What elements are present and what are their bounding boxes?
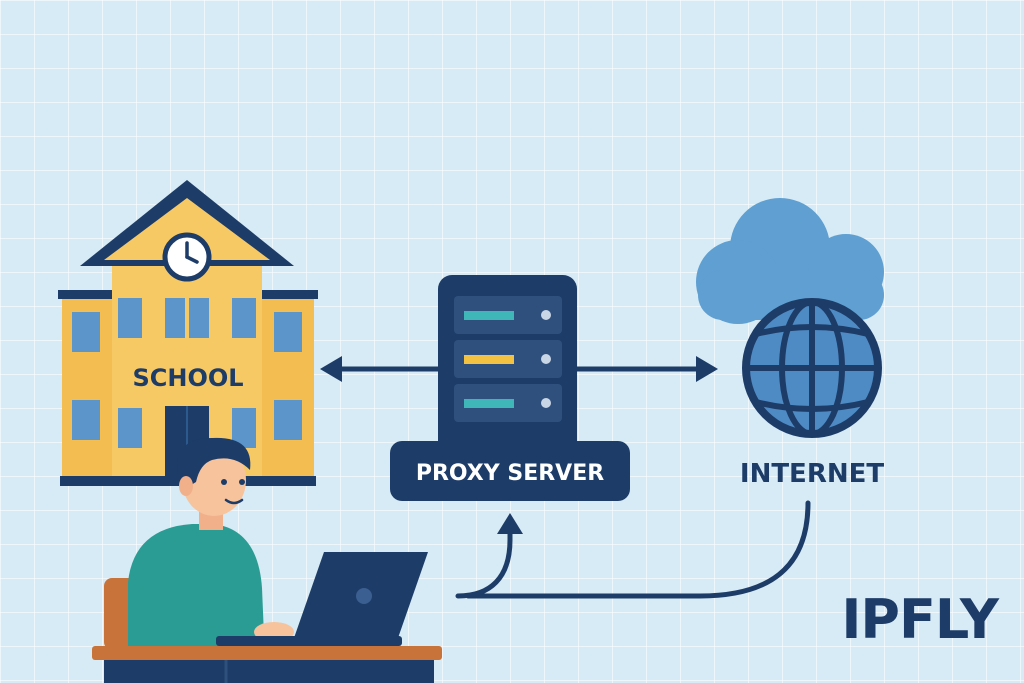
brand-logo: IPFLY: [841, 588, 1000, 651]
internet-label: INTERNET: [740, 459, 884, 489]
globe-icon: [742, 298, 882, 438]
return-path-arrow: [455, 500, 811, 599]
laptop-icon: [216, 552, 428, 646]
proxy-internet-arrow: [575, 356, 718, 382]
student-icon: [104, 437, 294, 683]
proxy-server-label: PROXY SERVER: [416, 461, 604, 486]
server-icon: [438, 275, 577, 455]
school-label: SCHOOL: [132, 364, 243, 392]
proxy-server-badge: PROXY SERVER: [390, 441, 630, 501]
clock-icon: [162, 232, 212, 282]
school-building-icon: SCHOOL: [58, 180, 318, 486]
desk: [92, 646, 442, 683]
school-proxy-arrow: [320, 356, 442, 382]
